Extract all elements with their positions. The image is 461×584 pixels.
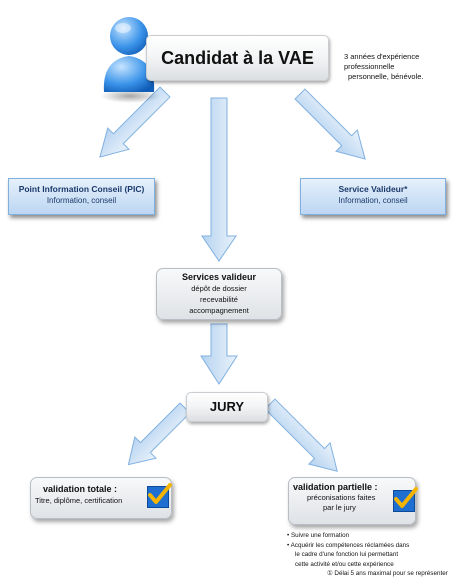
validator-title: Service Valideur* bbox=[338, 184, 408, 194]
checkbox-icon bbox=[147, 483, 172, 508]
jury-box: JURY bbox=[186, 392, 268, 422]
checkbox-icon bbox=[393, 487, 418, 512]
total-validation-box: validation totale : Titre, diplôme, cert… bbox=[30, 477, 172, 519]
arrow-to-total bbox=[127, 402, 191, 466]
services-title: Services valideur bbox=[181, 272, 257, 282]
note-item-1: Suivre une formation bbox=[290, 532, 350, 539]
footnote-marker: ① bbox=[327, 570, 333, 577]
services-line3: accompagnement bbox=[189, 306, 249, 315]
validator-subtitle: Information, conseil bbox=[338, 196, 408, 205]
person-icon bbox=[94, 12, 164, 104]
partial-validation-box: validation partielle : préconisations fa… bbox=[288, 477, 418, 525]
candidate-note: 3 années d'expérience professionnelle pe… bbox=[344, 52, 459, 82]
candidate-note-line2: personnelle, bénévole. bbox=[348, 72, 424, 81]
candidate-title: Candidat à la VAE bbox=[161, 48, 314, 68]
arrow-to-partial bbox=[264, 398, 338, 472]
candidate-box: Candidat à la VAE bbox=[146, 35, 329, 81]
list-item: • Acquérir les compétences réclamées dan… bbox=[287, 541, 410, 549]
partial-title: validation partielle : bbox=[293, 482, 378, 492]
footnote-text: Délai 5 ans maximal pour se représenter bbox=[334, 570, 448, 577]
note-item-2-line2: le cadre d'une fonction lui permettant bbox=[295, 551, 399, 558]
services-line1: dépôt de dossier bbox=[191, 284, 247, 293]
total-subtitle: Titre, diplôme, certification bbox=[35, 496, 123, 505]
note-item-2-line1: Acquérir les compétences réclamées dans bbox=[290, 541, 410, 549]
jury-label: JURY bbox=[209, 399, 245, 414]
arrow-to-validator bbox=[294, 88, 366, 160]
services-line2: recevabilité bbox=[200, 295, 238, 304]
partial-line1: préconisations faites bbox=[307, 493, 376, 502]
pic-box: Point Information Conseil (PIC) Informat… bbox=[8, 178, 155, 215]
note-item-2-line3: cette activité et/ou cette expérience bbox=[295, 560, 394, 568]
total-title: validation totale : bbox=[43, 484, 118, 494]
arrow-to-services bbox=[201, 97, 237, 262]
list-item: • Suivre une formation bbox=[287, 532, 350, 539]
arrow-to-jury bbox=[200, 323, 238, 385]
footnote: ① Délai 5 ans maximal pour se représente… bbox=[287, 569, 459, 579]
notes-list: • Suivre une formation • Acquérir les co… bbox=[287, 531, 459, 579]
partial-line2: par le jury bbox=[323, 503, 356, 512]
pic-subtitle: Information, conseil bbox=[46, 196, 117, 205]
candidate-note-line1: 3 années d'expérience professionnelle bbox=[344, 52, 420, 71]
services-box: Services valideur dépôt de dossier recev… bbox=[156, 268, 282, 320]
validator-box: Service Valideur* Information, conseil bbox=[300, 178, 446, 215]
pic-title: Point Information Conseil (PIC) bbox=[18, 184, 145, 194]
